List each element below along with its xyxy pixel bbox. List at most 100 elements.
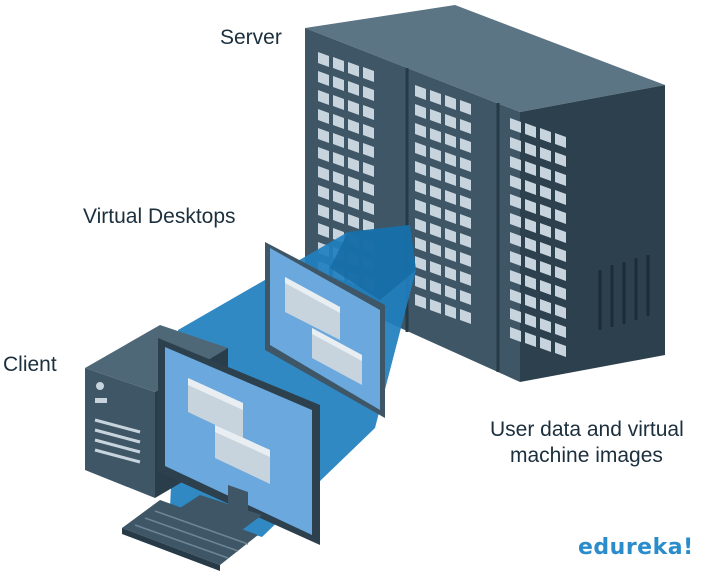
server-slot — [460, 119, 471, 134]
server-slot — [348, 157, 359, 172]
server-slot — [540, 318, 551, 333]
server-slot — [348, 195, 359, 210]
server-slot — [510, 118, 521, 133]
server-slot — [555, 247, 566, 262]
server-slot — [525, 180, 536, 195]
server-slot — [540, 223, 551, 238]
user-data-label-line1: User data and virtual — [490, 418, 684, 441]
server-slot — [445, 209, 456, 224]
server-slot — [510, 175, 521, 190]
server-slot — [510, 327, 521, 342]
server-slot — [348, 100, 359, 115]
server-slot — [430, 299, 441, 314]
server-slot — [415, 142, 426, 157]
monitor-icon — [158, 338, 320, 545]
server-slot — [510, 232, 521, 247]
keyboard-icon — [122, 500, 258, 571]
server-slot — [555, 209, 566, 224]
server-slot — [348, 81, 359, 96]
server-slot — [363, 162, 374, 177]
server-slot — [318, 204, 329, 219]
server-slot — [415, 275, 426, 290]
server-slot — [540, 166, 551, 181]
brand-logo: edureka! — [578, 535, 694, 560]
server-slot — [363, 86, 374, 101]
server-slot — [510, 251, 521, 266]
server-slot — [460, 309, 471, 324]
server-slot — [415, 85, 426, 100]
server-slot — [460, 195, 471, 210]
server-slot — [415, 237, 426, 252]
server-slot — [348, 138, 359, 153]
server-slot — [333, 152, 344, 167]
server-slot — [318, 52, 329, 67]
server-slot — [460, 290, 471, 305]
server-slot — [445, 266, 456, 281]
server-slot — [363, 200, 374, 215]
server-slot — [348, 62, 359, 77]
server-slot — [333, 171, 344, 186]
server-slot — [555, 133, 566, 148]
server-slot — [430, 128, 441, 143]
server-slot — [460, 271, 471, 286]
server-slot — [510, 156, 521, 171]
server-slot — [510, 194, 521, 209]
server-slot — [525, 256, 536, 271]
server-slot — [445, 95, 456, 110]
server-slot — [430, 280, 441, 295]
server-slot — [555, 304, 566, 319]
server-slot — [348, 119, 359, 134]
server-slot — [510, 308, 521, 323]
server-slot — [555, 342, 566, 357]
server-slot — [540, 147, 551, 162]
server-slot — [318, 223, 329, 238]
server-slot — [318, 90, 329, 105]
server-slot — [525, 294, 536, 309]
server-slot — [430, 223, 441, 238]
server-slot — [510, 270, 521, 285]
virtual-desktops-label: Virtual Desktops — [83, 205, 236, 228]
server-slot — [445, 133, 456, 148]
server-slot — [555, 190, 566, 205]
server-slot — [333, 133, 344, 148]
server-slot — [525, 218, 536, 233]
server-slot — [363, 143, 374, 158]
server-slot — [430, 242, 441, 257]
user-data-label: User data and virtual machine images — [490, 417, 720, 470]
server-slot — [363, 67, 374, 82]
server-slot — [445, 247, 456, 262]
server-slot — [318, 185, 329, 200]
server-slot — [415, 199, 426, 214]
server-slot — [525, 275, 536, 290]
server-slot — [430, 109, 441, 124]
server-slot — [333, 57, 344, 72]
server-slot — [555, 285, 566, 300]
server-slot — [540, 337, 551, 352]
server-slot — [555, 171, 566, 186]
server-label: Server — [220, 26, 282, 49]
server-slot — [525, 199, 536, 214]
server-slot — [445, 228, 456, 243]
server-slot — [460, 252, 471, 267]
server-slot — [510, 137, 521, 152]
server-slot — [445, 114, 456, 129]
server-slot — [525, 123, 536, 138]
server-slot — [525, 313, 536, 328]
server-slot — [430, 147, 441, 162]
server-slot — [460, 214, 471, 229]
server-slot — [415, 161, 426, 176]
server-slot — [348, 176, 359, 191]
server-slot — [430, 261, 441, 276]
server-slot — [333, 76, 344, 91]
server-slot — [460, 100, 471, 115]
server-slot — [415, 218, 426, 233]
server-slot — [430, 185, 441, 200]
server-slot — [555, 266, 566, 281]
server-slot — [540, 299, 551, 314]
server-slot — [318, 128, 329, 143]
server-slot — [445, 285, 456, 300]
server-slot — [525, 142, 536, 157]
server-slot — [540, 185, 551, 200]
server-slot — [540, 242, 551, 257]
